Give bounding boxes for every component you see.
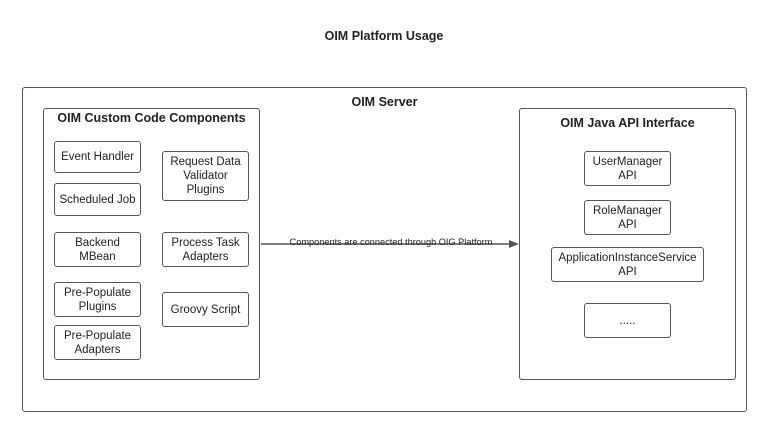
api-ellipsis: ..... xyxy=(584,303,671,338)
component-request-data-validator-plugins: Request Data Validator Plugins xyxy=(162,151,249,201)
oim-server-title: OIM Server xyxy=(351,95,418,109)
api-user-manager: UserManager API xyxy=(584,151,671,186)
arrow-head-icon xyxy=(509,240,519,248)
component-pre-populate-adapters: Pre-Populate Adapters xyxy=(54,325,141,360)
api-application-instance-service: ApplicationInstanceService API xyxy=(551,247,704,282)
diagram-title: OIM Platform Usage xyxy=(324,29,444,43)
component-event-handler: Event Handler xyxy=(54,141,141,173)
component-process-task-adapters: Process Task Adapters xyxy=(162,232,249,267)
api-role-manager: RoleManager API xyxy=(584,200,671,235)
custom-code-title: OIM Custom Code Components xyxy=(57,111,246,125)
component-scheduled-job: Scheduled Job xyxy=(54,183,141,216)
connection-label: Components are connected through OIG Pla… xyxy=(289,237,493,247)
component-groovy-script: Groovy Script xyxy=(162,292,249,327)
component-backend-mbean: Backend MBean xyxy=(54,232,141,267)
component-pre-populate-plugins: Pre-Populate Plugins xyxy=(54,282,141,317)
java-api-title: OIM Java API Interface xyxy=(560,116,695,130)
